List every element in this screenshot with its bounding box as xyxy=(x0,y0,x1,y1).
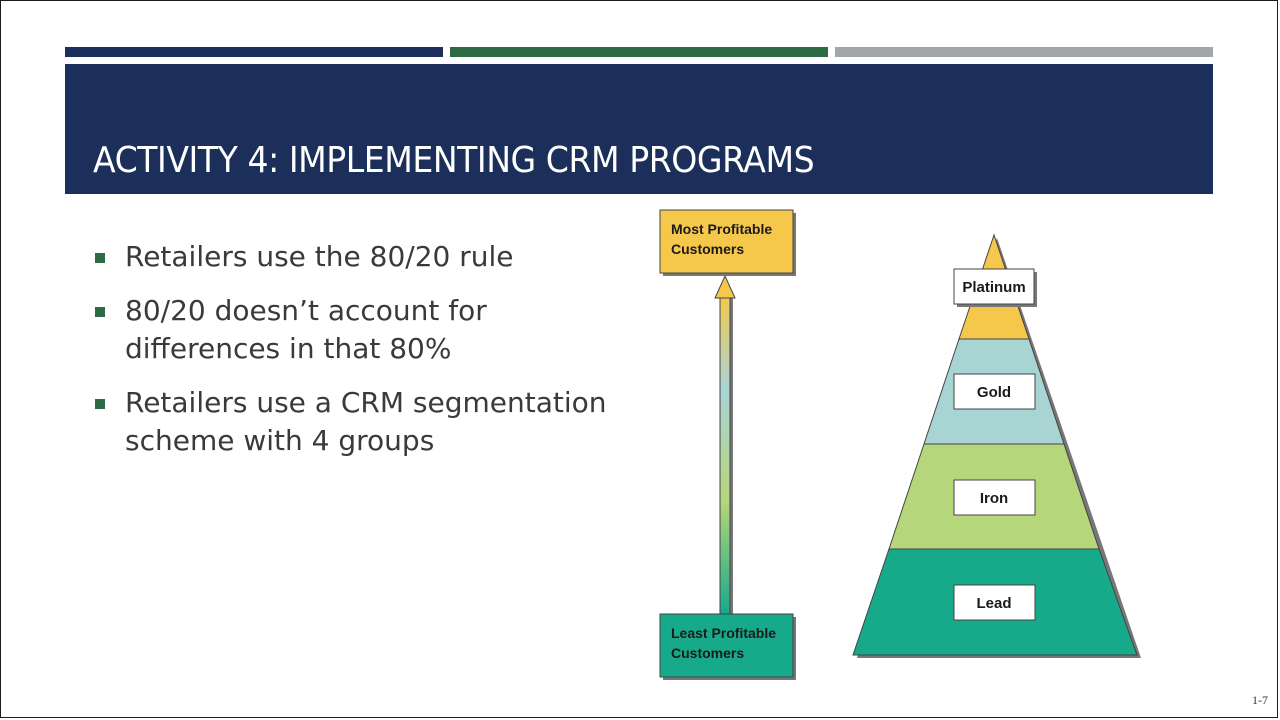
svg-text:Lead: Lead xyxy=(976,595,1011,612)
least-profitable-box: Least Profitable Customers xyxy=(659,613,796,680)
bullet-item: Retailers use the 80/20 rule xyxy=(92,238,632,276)
bullet-item: Retailers use a CRM segmentation scheme … xyxy=(92,384,632,460)
bullet-list: Retailers use the 80/20 rule 80/20 doesn… xyxy=(92,238,632,476)
bottom-box-line-2: Customers xyxy=(671,645,744,661)
square-bullet-icon xyxy=(95,307,105,317)
bullet-text: 80/20 doesn’t account for differences in… xyxy=(125,294,487,365)
accent-bar-navy xyxy=(65,47,443,57)
square-bullet-icon xyxy=(95,253,105,263)
top-box-line-1: Most Profitable xyxy=(671,221,772,237)
most-profitable-box: Most Profitable Customers xyxy=(659,209,796,276)
tier-label-gold: Gold xyxy=(953,373,1036,410)
svg-text:Gold: Gold xyxy=(977,384,1011,401)
svg-text:Platinum: Platinum xyxy=(962,279,1025,296)
slide-title: ACTIVITY 4: IMPLEMENTING CRM PROGRAMS xyxy=(93,140,815,181)
bullet-item: 80/20 doesn’t account for differences in… xyxy=(92,292,632,368)
square-bullet-icon xyxy=(95,399,105,409)
accent-bar-green xyxy=(450,47,828,57)
page-number: 1-7 xyxy=(1252,693,1268,707)
title-band: ACTIVITY 4: IMPLEMENTING CRM PROGRAMS xyxy=(65,64,1213,194)
svg-text:Iron: Iron xyxy=(980,490,1008,507)
profitability-arrow xyxy=(714,274,736,616)
tier-label-platinum: Platinum xyxy=(953,268,1037,307)
tier-label-lead: Lead xyxy=(953,584,1036,621)
bullet-text: Retailers use a CRM segmentation scheme … xyxy=(125,386,607,457)
customer-pyramid: Platinum Gold Iron Lead xyxy=(852,233,1141,658)
accent-bar-gray xyxy=(835,47,1213,57)
bullet-text: Retailers use the 80/20 rule xyxy=(125,240,514,273)
tier-label-iron: Iron xyxy=(953,479,1036,516)
top-box-line-2: Customers xyxy=(671,241,744,257)
bottom-box-line-1: Least Profitable xyxy=(671,625,776,641)
